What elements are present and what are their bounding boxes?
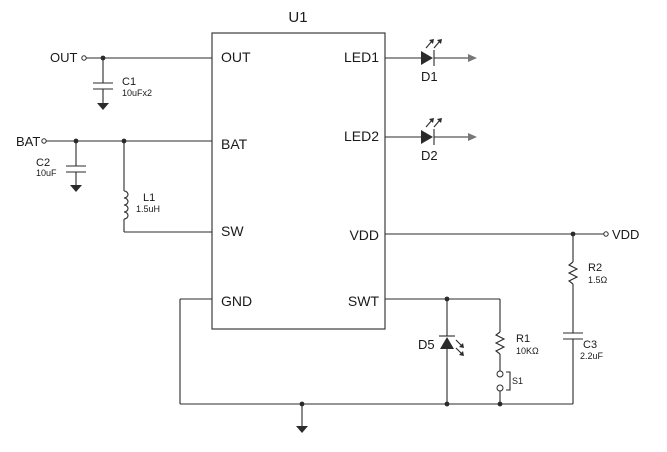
c2-value: 10uF — [36, 168, 57, 178]
ground-icon — [70, 185, 82, 192]
resistor-r1: R1 10KΩ — [494, 331, 539, 371]
s1-ref: S1 — [512, 376, 523, 386]
d2-ref: D2 — [421, 148, 438, 163]
diode-icon — [421, 51, 433, 65]
led-d5: D5 — [418, 299, 464, 404]
pin-label-led1: LED1 — [344, 49, 379, 65]
capacitor-c3: C3 2.2uF — [563, 332, 604, 404]
junction — [444, 401, 450, 407]
light-emission-icon — [455, 339, 464, 356]
net-out: OUT — [50, 50, 212, 65]
net-label-bat: BAT — [16, 134, 40, 149]
c3-value: 2.2uF — [580, 351, 604, 361]
c1-ref: C1 — [122, 76, 136, 88]
terminal-out — [81, 55, 87, 61]
c2-ref: C2 — [36, 157, 50, 169]
d1-ref: D1 — [421, 69, 438, 84]
r1-ref: R1 — [516, 333, 530, 345]
diode-icon — [421, 130, 433, 144]
net-swt — [385, 296, 501, 332]
ic-body — [211, 32, 386, 330]
capacitor-c2: C2 10uF — [36, 141, 86, 192]
r2-value: 1.5Ω — [588, 275, 608, 285]
ic-title: U1 — [288, 9, 307, 26]
c1-value: 10uFx2 — [122, 88, 152, 98]
net-vdd: VDD — [385, 227, 639, 242]
net-label-vdd: VDD — [612, 227, 639, 242]
pin-label-vdd: VDD — [349, 227, 379, 243]
d5-ref: D5 — [418, 337, 435, 352]
pin-label-bat: BAT — [221, 136, 248, 152]
led-d2: D2 — [385, 118, 477, 163]
junction — [497, 401, 503, 407]
l1-value: 1.5uH — [136, 204, 160, 214]
switch-contact — [496, 384, 504, 392]
net-bat: BAT — [16, 134, 212, 149]
pushbutton-icon — [506, 371, 511, 391]
net-label-out: OUT — [50, 50, 78, 65]
light-emission-icon — [425, 118, 442, 128]
inductor-icon — [123, 190, 129, 220]
light-emission-icon — [425, 39, 442, 49]
capacitor-c1: C1 10uFx2 — [93, 58, 152, 110]
arrow-right-icon — [468, 54, 477, 62]
resistor-r2: R2 1.5Ω — [567, 234, 608, 333]
ground-icon — [296, 426, 308, 433]
diode-icon — [440, 337, 454, 349]
ground-icon — [97, 103, 109, 110]
switch-s1: S1 — [496, 370, 523, 404]
resistor-icon — [494, 331, 506, 355]
arrow-right-icon — [468, 133, 477, 141]
pin-label-gnd: GND — [221, 293, 252, 309]
resistor-icon — [567, 261, 579, 285]
pin-label-sw: SW — [221, 223, 244, 239]
ic-u1: U1 OUT BAT SW GND LED1 LED2 VDD SWT — [211, 9, 386, 330]
terminal-vdd — [603, 231, 609, 237]
pin-label-led2: LED2 — [344, 128, 379, 144]
c3-ref: C3 — [583, 339, 597, 351]
inductor-l1: L1 1.5uH — [123, 141, 212, 233]
switch-contact — [496, 370, 504, 378]
terminal-bat — [41, 138, 47, 144]
pin-label-swt: SWT — [348, 293, 380, 309]
pin-label-out: OUT — [221, 49, 251, 65]
r2-ref: R2 — [588, 262, 602, 274]
led-d1: D1 — [385, 39, 477, 84]
l1-ref: L1 — [143, 192, 155, 204]
r1-value: 10KΩ — [516, 346, 539, 356]
net-gnd — [179, 298, 573, 433]
